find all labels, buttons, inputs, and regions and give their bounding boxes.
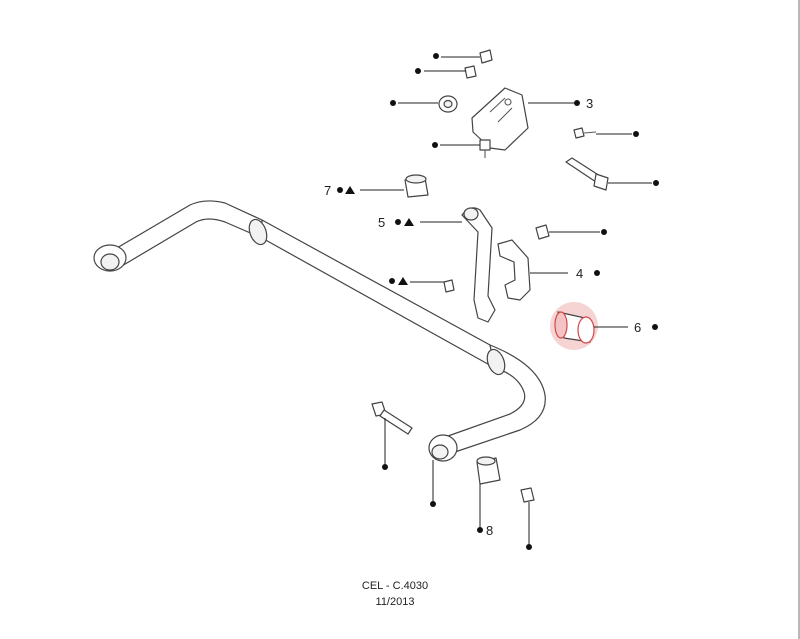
nut-lower <box>520 487 535 550</box>
flange-nut <box>390 95 458 113</box>
bushing-part-7: 7 <box>324 174 429 198</box>
diagram-date: 11/2013 <box>375 596 415 608</box>
bracket-part-3 <box>471 87 580 151</box>
link-part-5: 5 <box>378 207 496 323</box>
screw-link <box>389 277 455 293</box>
clamp-part-4: 4 <box>497 239 600 301</box>
label-part-7: 7 <box>324 183 331 198</box>
end-bushing-leader <box>430 460 436 507</box>
bolt-right-1 <box>573 127 639 139</box>
label-part-6: 6 <box>634 320 641 335</box>
label-part-4: 4 <box>576 266 583 281</box>
stabilizer-bar <box>93 200 546 462</box>
long-bolt <box>565 157 659 191</box>
page-border <box>798 0 800 639</box>
bolt-small-top <box>415 65 477 79</box>
bolt-vertical <box>432 139 491 158</box>
diagram-code: CEL - C.4030 <box>361 580 429 592</box>
nut-clamp <box>535 224 607 240</box>
long-bolt-lower <box>371 401 413 470</box>
bushing-part-8: 8 <box>476 456 501 538</box>
bushing-part-6-highlighted: 6 <box>550 302 658 350</box>
nut-top <box>433 49 493 64</box>
label-part-5: 5 <box>378 215 385 230</box>
label-part-3: 3 <box>586 96 593 111</box>
label-part-8: 8 <box>486 523 493 538</box>
